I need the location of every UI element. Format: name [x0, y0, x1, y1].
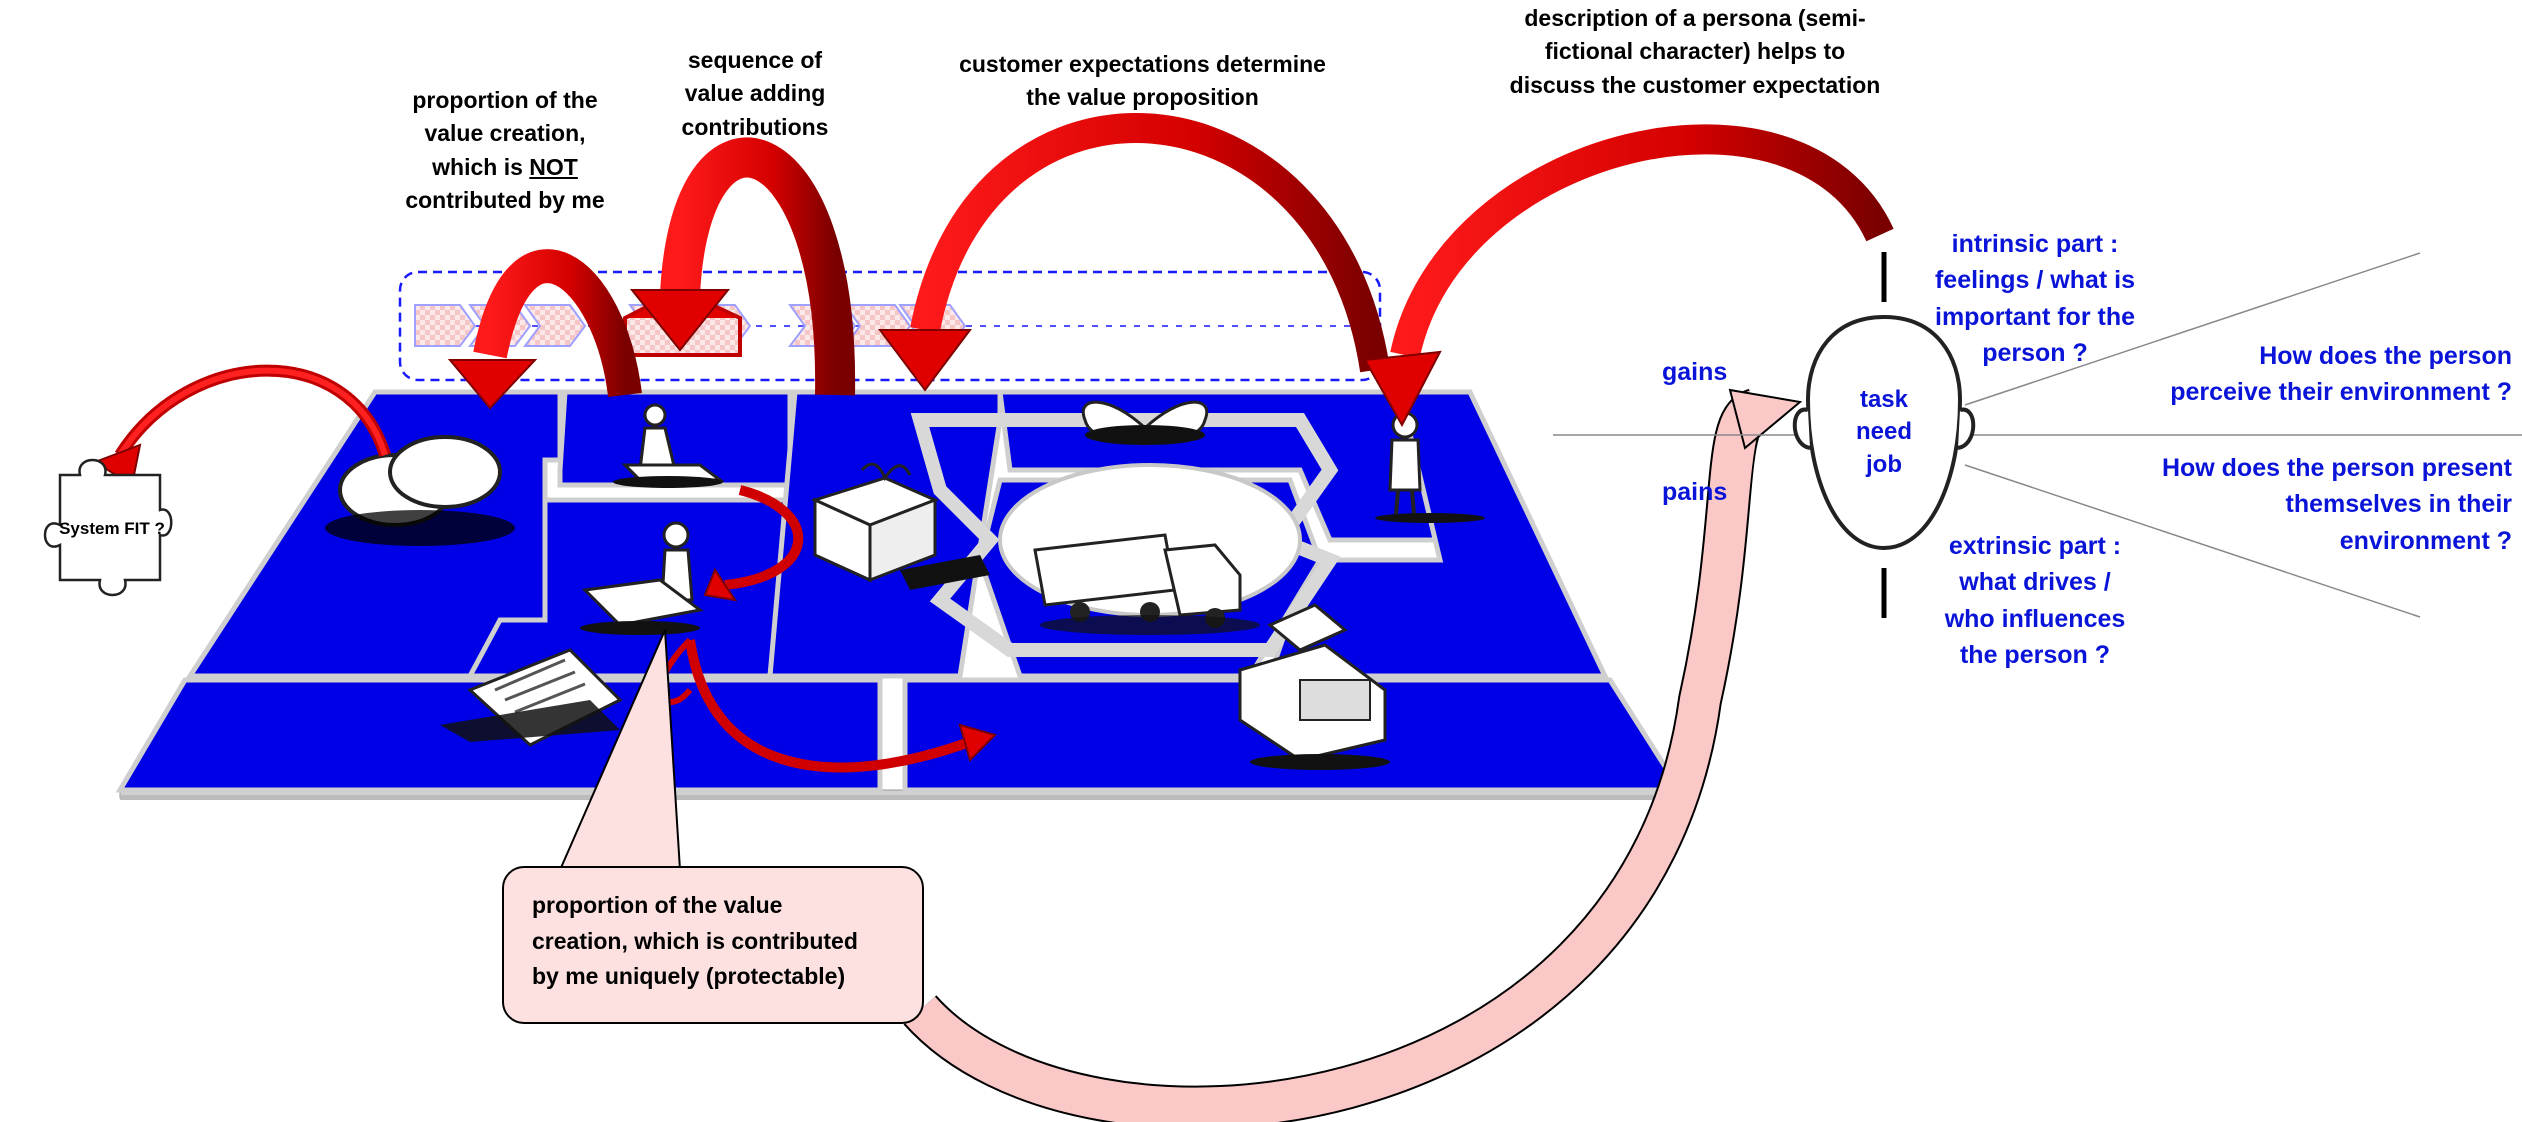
label-sequence: sequence of value adding contributions — [650, 44, 860, 144]
label-perceive-line1: How does the person — [2259, 342, 2512, 370]
label-persona-line1: description of a persona (semi- — [1524, 5, 1866, 31]
label-present-line3: environment ? — [2339, 526, 2512, 555]
label-persona-line2: fictional character) helps to — [1544, 38, 1846, 65]
label-system-fit: System FIT ? — [59, 519, 165, 538]
arrow-customer-expectations — [878, 113, 1390, 392]
arrow-internal-flow — [703, 485, 804, 602]
label-not-contributed-line1: proportion of the — [412, 87, 598, 113]
label-intrinsic-line1: intrinsic part : — [1951, 230, 2119, 258]
person-icon — [1375, 411, 1485, 523]
label-not-contributed-line2: value creation, — [424, 120, 586, 147]
head-text-task: task — [1859, 386, 1909, 413]
label-not-contributed: proportion of the value creation, which … — [370, 84, 640, 217]
rings-icon — [325, 435, 515, 546]
label-customer-expectations-line2: the value proposition — [1026, 84, 1259, 111]
label-present-line1: How does the person present — [2161, 454, 2512, 482]
callout-contributed-uniquely: proportion of the value creation, which … — [502, 866, 924, 1024]
arrow-sequence — [629, 137, 856, 396]
callout-line2: creation, which is contributed — [532, 927, 858, 954]
label-not-contributed-line3-pre: which is — [432, 153, 530, 180]
label-perceive: How does the person perceive their envir… — [2140, 338, 2512, 411]
gift-box-icon — [810, 462, 990, 590]
label-extrinsic-line4: the person ? — [1959, 640, 2110, 669]
business-model-canvas — [115, 389, 1691, 800]
heart-icon — [1081, 400, 1209, 445]
cash-register-icon — [1238, 603, 1390, 770]
label-sequence-line1: sequence of — [687, 47, 823, 73]
checkout-worker-icon — [580, 521, 704, 635]
worker-icon — [613, 403, 725, 488]
head-text-need: need — [1855, 418, 1912, 446]
delivery-truck-icon — [1033, 533, 1260, 635]
label-intrinsic-line2: feelings / what is — [1934, 266, 2136, 295]
label-present: How does the person present themselves i… — [2140, 450, 2512, 559]
label-sequence-line3: contributions — [681, 113, 829, 140]
label-intrinsic: intrinsic part : feelings / what is impo… — [1920, 226, 2150, 371]
label-sequence-line2: value adding — [684, 80, 826, 107]
label-extrinsic-line2: what drives / — [1959, 568, 2111, 597]
label-not-contributed-emphasis: NOT — [529, 153, 578, 180]
label-perceive-line2: perceive their environment ? — [2170, 378, 2512, 407]
puzzle-piece-icon — [43, 458, 173, 597]
head-text: task need job — [1834, 384, 1934, 481]
label-customer-expectations-line1: customer expectations determine — [959, 51, 1326, 77]
callout-line1: proportion of the value — [532, 892, 783, 918]
callout-line3: by me uniquely (protectable) — [532, 963, 846, 990]
persona-diagram — [1553, 252, 2522, 618]
label-pains: pains — [1662, 478, 1728, 506]
label-extrinsic-line3: who influences — [1944, 604, 2126, 633]
head-icon — [1792, 314, 1976, 551]
label-persona: description of a persona (semi- fictiona… — [1475, 2, 1915, 102]
label-extrinsic: extrinsic part : what drives / who influ… — [1930, 528, 2140, 673]
arrow-not-contributed — [447, 249, 642, 410]
head-text-job: job — [1866, 450, 1902, 478]
label-customer-expectations: customer expectations determine the valu… — [910, 48, 1375, 115]
label-not-contributed-line4: contributed by me — [405, 187, 605, 214]
arrow-to-gains — [903, 388, 1803, 1122]
label-intrinsic-line4: person ? — [1982, 338, 2088, 367]
label-intrinsic-line3: important for the — [1935, 302, 2135, 331]
label-extrinsic-line1: extrinsic part : — [1948, 532, 2122, 560]
value-chain-frame — [398, 270, 1382, 382]
arrow-persona — [1363, 124, 1894, 428]
document-icon — [440, 648, 623, 747]
label-gains: gains — [1662, 358, 1728, 386]
label-present-line2: themselves in their — [2285, 490, 2512, 519]
label-not-contributed-line3: which is NOT — [370, 151, 640, 184]
label-persona-line3: discuss the customer expectation — [1509, 71, 1881, 98]
